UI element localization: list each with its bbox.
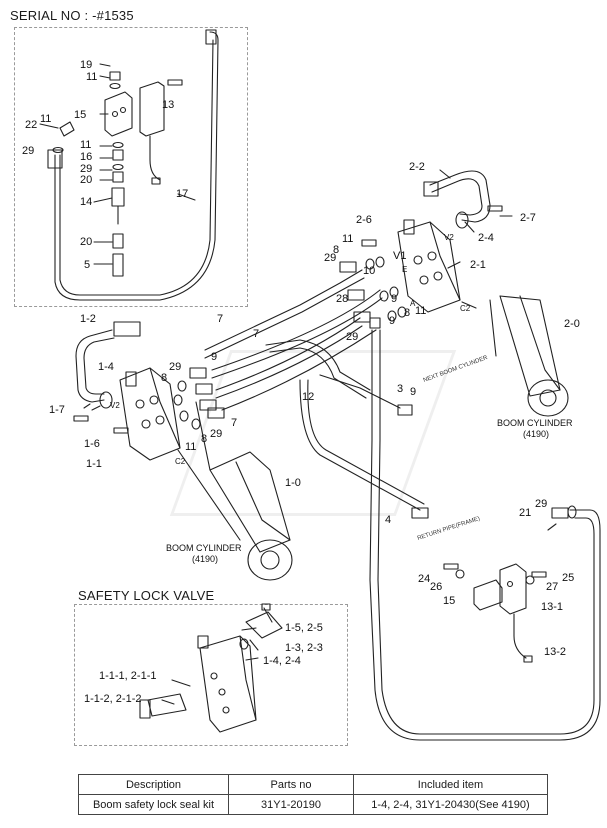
callout-2-7: 2-7 [520, 212, 536, 224]
callout-21: 21 [519, 507, 531, 519]
next-boom-note: NEXT BOOM CYLINDER [423, 355, 489, 384]
boom-cylinder-left-name: BOOM CYLINDER [166, 543, 242, 553]
callout-29b: 29 [80, 163, 92, 175]
table-cell: Boom safety lock seal kit [78, 794, 229, 815]
callout-29c: 29 [324, 252, 336, 264]
serial-title: SERIAL NO : -#1535 [10, 8, 134, 23]
valve-block-2-1 [361, 169, 513, 313]
table-header-cell: Description [78, 774, 229, 795]
callout-11: 11 [86, 71, 97, 83]
callout-11c: 11 [80, 139, 91, 151]
callout-8a: 8 [333, 244, 339, 256]
parts-table: Description Parts no Included item Boom … [78, 774, 548, 815]
callout-15: 15 [74, 109, 86, 121]
callout-9c: 9 [211, 351, 217, 363]
callout-12: 12 [302, 391, 314, 403]
callout-11b: 11 [40, 113, 51, 125]
callout-11e: 11 [415, 305, 426, 317]
port-a: A [410, 299, 416, 308]
callout-13-1: 13-1 [541, 601, 563, 613]
callout-3: 3 [397, 383, 403, 395]
boom-cylinder-left-code: (4190) [192, 554, 218, 564]
callout-29d: 29 [346, 331, 358, 343]
callout-2-6: 2-6 [356, 214, 372, 226]
table-cell: 31Y1-20190 [228, 794, 354, 815]
callout-26: 26 [430, 581, 442, 593]
callout-11f: 11 [185, 441, 196, 453]
callout-1-2: 1-2 [80, 313, 96, 325]
table-cell: 1-4, 2-4, 31Y1-20430(See 4190) [353, 794, 548, 815]
callout-17: 17 [176, 188, 188, 200]
callout-20b: 20 [80, 236, 92, 248]
port-v2-left: V2 [110, 401, 120, 410]
callout-9a: 9 [391, 293, 397, 305]
callout-1-1: 1-1 [86, 458, 102, 470]
callout-1-1-2: 1-1-2, 2-1-2 [84, 693, 141, 705]
callout-1-5: 1-5, 2-5 [285, 622, 323, 634]
callout-2-0: 2-0 [564, 318, 580, 330]
callout-14: 14 [80, 196, 92, 208]
boom-cylinder-left [177, 401, 293, 581]
lower-right-assembly [369, 329, 601, 741]
callout-10: 10 [363, 265, 375, 277]
callout-8d: 8 [201, 433, 207, 445]
port-v1: V1 [393, 250, 406, 262]
serial-detail-box [14, 27, 248, 307]
callout-2-4: 2-4 [478, 232, 494, 244]
callout-13-2: 13-2 [544, 646, 566, 658]
table-header-row: Description Parts no Included item [78, 774, 548, 795]
table-row: Boom safety lock seal kit 31Y1-20190 1-4… [78, 794, 548, 815]
callout-1-7: 1-7 [49, 404, 65, 416]
serial-inset-drawing [39, 29, 219, 301]
port-c2-left: C2 [175, 457, 186, 466]
callout-29g: 29 [535, 498, 547, 510]
callout-29f: 29 [210, 428, 222, 440]
callout-22: 22 [25, 119, 37, 131]
callout-1-6: 1-6 [84, 438, 100, 450]
callout-29e: 29 [169, 361, 181, 373]
callout-9b: 9 [389, 315, 395, 327]
callout-28: 28 [336, 293, 348, 305]
return-pipe-note: RETURN PIPE(FRAME) [417, 516, 481, 542]
callout-2-1: 2-1 [470, 259, 486, 271]
callout-2-2: 2-2 [409, 161, 425, 173]
callout-1-0: 1-0 [285, 477, 301, 489]
callout-1-4b: 1-4, 2-4 [263, 655, 301, 667]
boom-cylinder-right-code: (4190) [523, 429, 549, 439]
callout-9d: 9 [410, 386, 416, 398]
boom-cylinder-right [461, 295, 569, 417]
callout-7c: 7 [231, 417, 237, 429]
callout-1-3: 1-3, 2-3 [285, 642, 323, 654]
boom-cylinder-right-name: BOOM CYLINDER [497, 418, 573, 428]
callout-19: 19 [80, 59, 92, 71]
safety-lock-box [74, 604, 348, 746]
callout-1-1-1: 1-1-1, 2-1-1 [99, 670, 156, 682]
callout-7b: 7 [253, 328, 259, 340]
callout-13: 13 [162, 99, 174, 111]
port-e: E [402, 265, 407, 274]
callout-5: 5 [84, 259, 90, 271]
callout-11d: 11 [342, 233, 353, 245]
valve-block-1-1 [73, 321, 181, 461]
table-header-cell: Included item [353, 774, 548, 795]
safety-lock-drawing [139, 603, 283, 733]
callout-20: 20 [80, 174, 92, 186]
safety-lock-title: SAFETY LOCK VALVE [78, 588, 215, 603]
callout-8c: 8 [161, 372, 167, 384]
callout-15b: 15 [443, 595, 455, 607]
callout-24: 24 [418, 573, 430, 585]
tube-bundle [173, 256, 429, 519]
callout-4: 4 [385, 514, 391, 526]
callout-29: 29 [22, 145, 34, 157]
callout-8b: 8 [404, 307, 410, 319]
callout-16: 16 [80, 151, 92, 163]
callout-7a: 7 [217, 313, 223, 325]
callout-1-4: 1-4 [98, 361, 114, 373]
callout-27: 27 [546, 581, 558, 593]
table-header-cell: Parts no [228, 774, 354, 795]
port-v2-right: V2 [444, 233, 454, 242]
port-c2-right: C2 [460, 304, 471, 313]
callout-25: 25 [562, 572, 574, 584]
